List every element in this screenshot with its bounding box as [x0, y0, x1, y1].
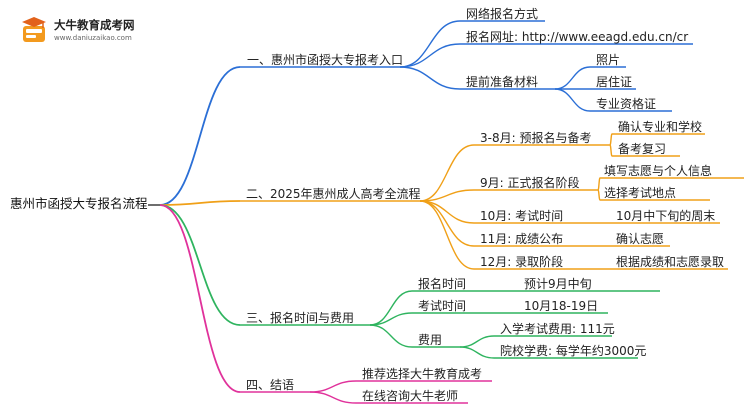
reg-time-detail[interactable]: 预计9月中旬 — [524, 277, 592, 291]
admission-detail[interactable]: 根据成绩和志愿录取 — [616, 255, 725, 269]
site-logo[interactable]: 大牛教育成考网 www.daniuzaikao.com — [18, 12, 158, 48]
graduation-cap-icon — [22, 17, 46, 42]
pre-reg-review[interactable]: 备考复习 — [618, 142, 667, 156]
entry-website[interactable]: 报名网址: http://www.eeagd.edu.cn/cr — [466, 30, 689, 44]
conclusion-consult[interactable]: 在线咨询大牛老师 — [362, 389, 459, 403]
material-residence-permit[interactable]: 居住证 — [596, 75, 633, 89]
entry-materials[interactable]: 提前准备材料 — [466, 75, 539, 89]
root-node[interactable]: 惠州市函授大专报名流程 — [10, 196, 148, 211]
branch-time-fees[interactable]: 三、报名时间与费用 — [246, 311, 355, 325]
results-detail[interactable]: 确认志愿 — [616, 232, 665, 246]
pre-reg-confirm-school[interactable]: 确认专业和学校 — [618, 120, 703, 134]
branch-process[interactable]: 二、2025年惠州成人高考全流程 — [246, 187, 421, 201]
logo-site-url: www.daniuzaikao.com — [54, 34, 132, 42]
fee-tuition[interactable]: 院校学费: 每学年约3000元 — [500, 344, 647, 358]
branch-conclusion[interactable]: 四、结语 — [246, 378, 295, 392]
exam-time-date[interactable]: 10月18-19日 — [524, 299, 599, 313]
fee-exam[interactable]: 入学考试费用: 111元 — [500, 322, 615, 336]
formal-choose-site[interactable]: 选择考试地点 — [604, 186, 677, 200]
exam-time[interactable]: 考试时间 — [418, 299, 467, 313]
fees[interactable]: 费用 — [418, 333, 443, 347]
exam-time-detail[interactable]: 10月中下旬的周末 — [616, 209, 716, 223]
process-exam-time[interactable]: 10月: 考试时间 — [480, 209, 564, 223]
reg-time[interactable]: 报名时间 — [418, 277, 467, 291]
process-admission[interactable]: 12月: 录取阶段 — [480, 255, 564, 269]
entry-online-method[interactable]: 网络报名方式 — [466, 7, 539, 21]
material-photo[interactable]: 照片 — [596, 53, 621, 67]
branch-entry[interactable]: 一、惠州市函授大专报考入口 — [247, 53, 404, 67]
conclusion-recommend[interactable]: 推荐选择大牛教育成考 — [362, 367, 483, 381]
process-results[interactable]: 11月: 成绩公布 — [480, 232, 564, 246]
logo-name: 大牛教育成考网 — [54, 18, 135, 32]
material-qualification[interactable]: 专业资格证 — [596, 97, 657, 111]
formal-fill-info[interactable]: 填写志愿与个人信息 — [604, 164, 713, 178]
process-pre-registration[interactable]: 3-8月: 预报名与备考 — [480, 131, 592, 145]
process-formal-registration[interactable]: 9月: 正式报名阶段 — [480, 176, 580, 190]
